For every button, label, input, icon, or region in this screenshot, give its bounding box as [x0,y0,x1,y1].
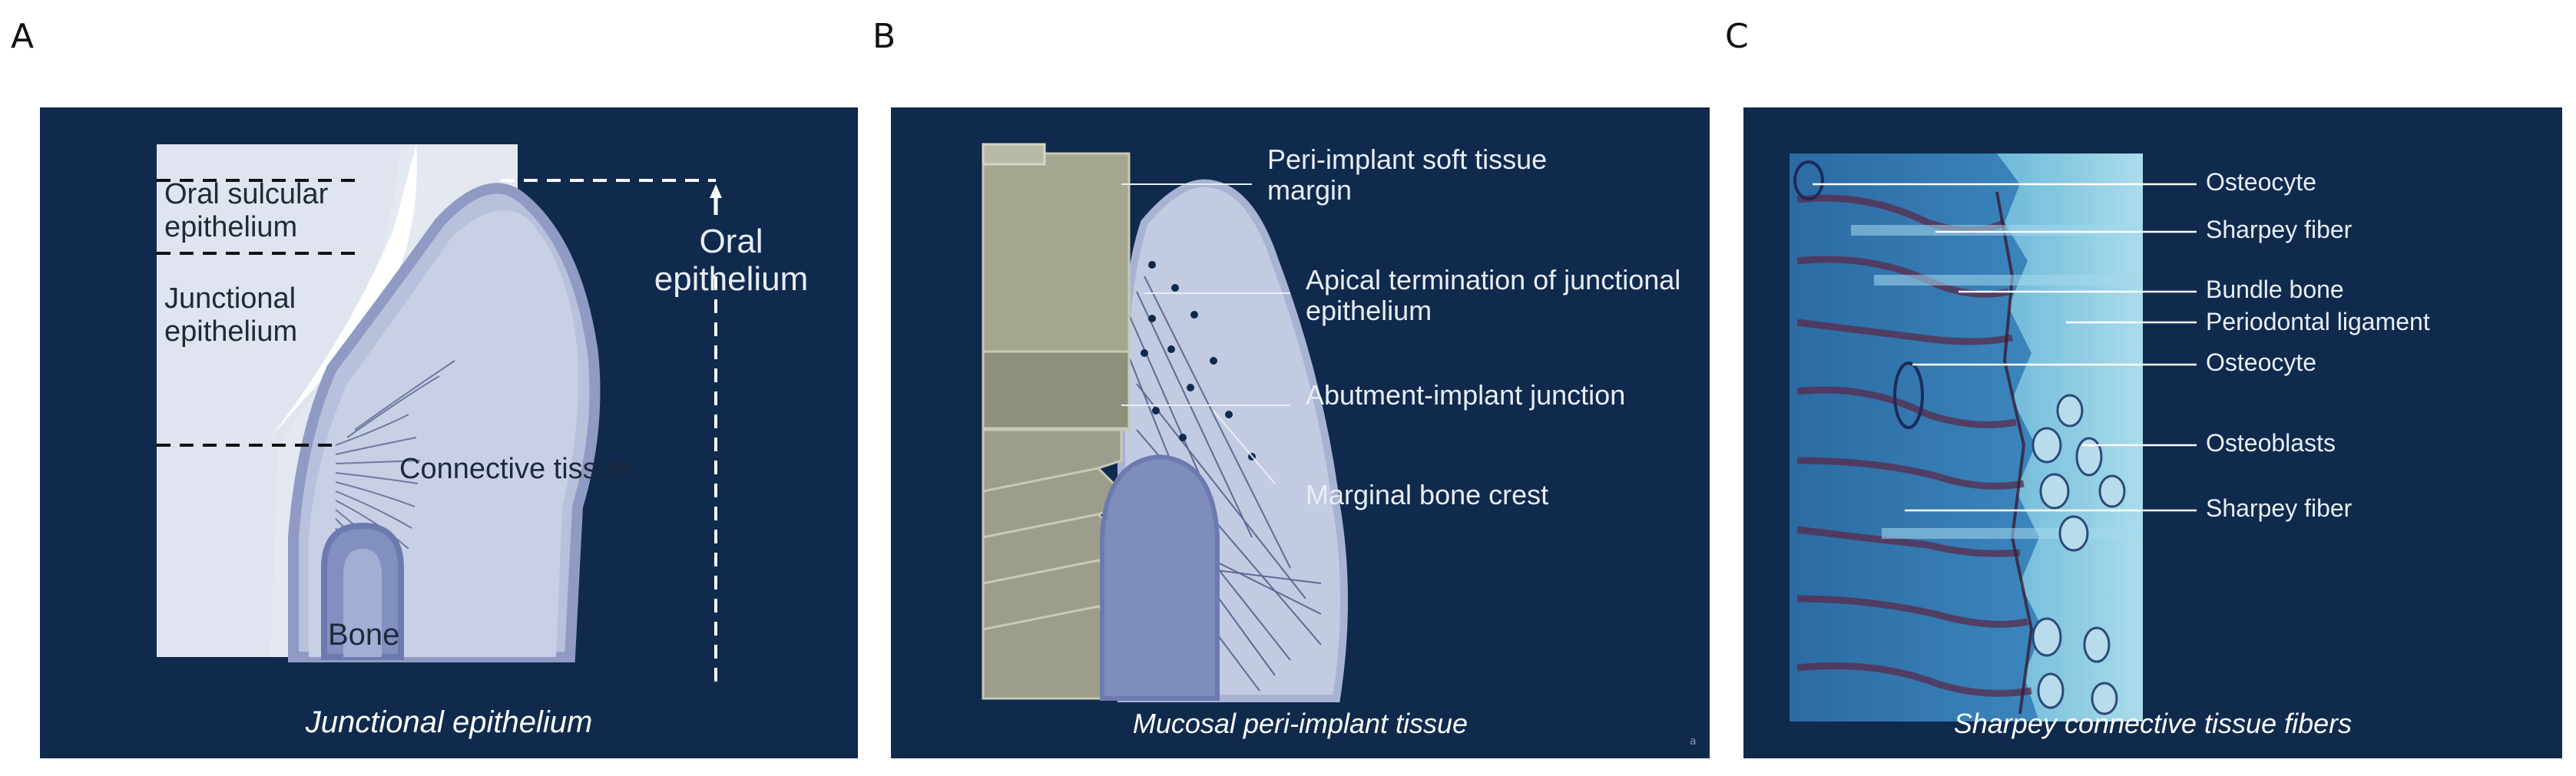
label-apical-termination: Apical termination of junctional epithel… [1306,264,1681,327]
panel-c: Osteocyte Sharpey fiber Bundle bone Peri… [1743,107,2562,758]
corner-mark: a [1690,735,1697,748]
leader-lines [1121,183,1290,484]
tooth-enamel [157,144,401,657]
label-osteoblasts: Osteoblasts [2206,429,2336,457]
panel-a: Oral sulcular epithelium Junctional epit… [40,107,858,758]
label-marginal-crest: Marginal bone crest [1306,479,1549,510]
level-lines [157,179,363,447]
label-peri-implant-margin: Peri-implant soft tissue margin [1267,144,1548,206]
osteoblast-cells [2031,394,2126,715]
panel-b-caption: Mucosal peri-implant tissue [1132,708,1468,739]
label-junctional: Junctional epithelium [164,282,298,348]
label-osteocyte-2: Osteocyte [2206,348,2317,376]
ligament-region [1997,154,2143,722]
cell-dots [1141,261,1256,461]
osteocyte-cells [1793,160,1924,429]
panel-c-letter: C [1725,17,1749,56]
panel-a-illustration [157,144,722,691]
panel-b-illustration: a [982,143,1697,748]
panel-c-histology [1790,154,2197,722]
label-oral-sulcular: Oral sulcular epithelium [164,178,329,243]
label-periodontal-ligament: Periodontal ligament [2206,308,2430,335]
marginal-bone-shape [1100,454,1220,701]
panel-c-caption: Sharpey connective tissue fibers [1953,708,2353,739]
up-arrow-icon [710,184,722,198]
sharpey-fiber-streaks [1851,225,2143,539]
label-oral-epithelium: Oral epithelium [654,223,809,299]
label-bundle-bone: Bundle bone [2206,276,2344,303]
histology-leader-lines [1813,183,2197,512]
label-connective: Connective tissue [399,453,630,485]
label-bone: Bone [328,618,400,652]
panel-b-letter: B [872,17,896,56]
panel-b: a Peri-implant soft tissue margin Apical… [891,107,1710,758]
label-abutment-implant: Abutment-implant junction [1306,379,1626,411]
panel-a-caption: Junctional epithelium [305,705,593,739]
panel-a-letter: A [11,17,35,56]
label-osteocyte-1: Osteocyte [2206,168,2317,196]
label-sharpey-fiber-2: Sharpey fiber [2206,494,2353,522]
label-sharpey-fiber-1: Sharpey fiber [2206,216,2353,243]
